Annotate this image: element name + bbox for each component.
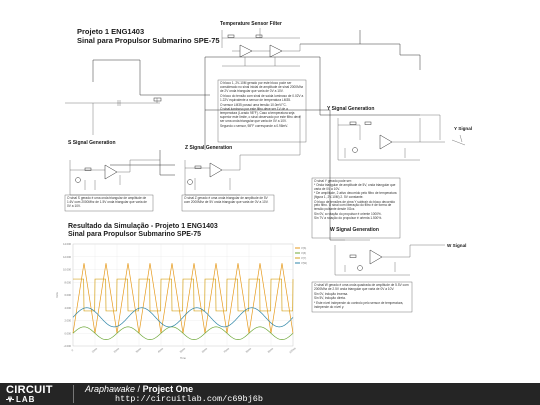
y-note: Sin 0V, a rotação do propulsor é oriente…: [314, 212, 382, 217]
y-tick-label: 12.000: [63, 255, 71, 259]
z-signal-note: O sinal Z gerado é uma onda triangular d…: [184, 196, 269, 204]
footer-bar: CIRCUIT LAB Araphawake / Project One htt…: [0, 383, 540, 405]
project-url-link[interactable]: http://circuitlab.com/c69bj6b: [115, 394, 263, 404]
circuitlab-brand: CIRCUIT: [6, 384, 53, 396]
x-tick-label: 70ms: [223, 346, 231, 354]
legend-label: V(Y): [301, 256, 306, 260]
y-signal-notes: O sinal Y gerado pode ser: * Onda triang…: [314, 179, 398, 221]
x-tick-label: 100ms: [288, 346, 297, 355]
legend-label: V(W): [301, 261, 307, 265]
project-name: Project One: [142, 384, 194, 394]
legend-label: V(S): [301, 246, 306, 250]
footer-separator: [73, 385, 74, 403]
z-signal-title: Z Signal Generation: [185, 145, 233, 151]
project-title-line1: Projeto 1 ENG1403: [77, 27, 145, 36]
x-tick-label: 50ms: [179, 346, 187, 354]
x-tick-label: 40ms: [157, 346, 165, 354]
s-signal-note: O sinal S gerado é uma onda triangular d…: [67, 196, 147, 208]
y-tick-label: 4.000: [65, 306, 72, 310]
temperature-note-box: [217, 79, 307, 143]
legend-label: V(Z): [301, 251, 306, 255]
temperature-note: O bloco 1, 2V-10M gerado por este bloco …: [220, 81, 304, 93]
y-tick-label: 14.000: [63, 242, 71, 246]
circuitlab-brand-lab: LAB: [16, 395, 36, 404]
w-note: Sin 5V, indução direta.: [314, 295, 346, 300]
temperature-note: O sensor LM35 possui uma tensão 10.0mV/°…: [220, 102, 287, 107]
w-signal-notes: O sinal W gerado é uma onda quadrada de …: [314, 283, 410, 309]
temperature-notes: O bloco 1, 2V-10M gerado por este bloco …: [220, 81, 304, 129]
temperature-note: O bloco do tensão com sinal de saída lum…: [220, 93, 304, 102]
circuitlab-logo-icon: [6, 396, 14, 403]
y-note: Sin 7V a rotação do propulsor é orienta …: [314, 216, 383, 221]
temperature-note: O sinal luminoso por este filtro deve se…: [220, 107, 301, 124]
y-signal-output-label: Y Signal: [454, 126, 473, 131]
y-signal-title: Y Signal Generation: [327, 106, 375, 112]
y-note: O sinal Y gerado pode ser:: [314, 179, 352, 183]
x-tick-label: 10ms: [91, 346, 99, 354]
w-note: * Este nível independe do controlo pelo …: [314, 300, 404, 309]
x-tick-label: 80ms: [245, 346, 253, 354]
schematic-canvas[interactable]: Projeto 1 ENG1403 Sinal para Propulsor S…: [0, 0, 540, 383]
w-note: O sinal W gerado é uma onda quadrada de …: [314, 283, 409, 291]
x-tick-label: 20ms: [113, 346, 121, 354]
schematic-wires: [64, 28, 466, 313]
simulation-title-line2: Sinal para Propulsor Submarino SPE-75: [68, 231, 202, 238]
temperature-filter-title: Temperature Sensor Filter: [220, 21, 282, 27]
series-line-v-w-: [72, 307, 294, 328]
x-tick-label: 30ms: [135, 346, 143, 354]
w-signal-title: W Signal Generation: [330, 227, 379, 233]
y-signal-circuit: [337, 114, 466, 161]
temperature-filter-circuit: [221, 28, 301, 67]
x-tick-label: 0: [71, 348, 75, 352]
y-tick-label: 0.000: [65, 331, 72, 335]
project-title-line2: Sinal para Propulsor Submarino SPE-75: [77, 35, 220, 45]
x-tick-label: 90ms: [267, 346, 275, 354]
s-signal-title: S Signal Generation: [68, 140, 116, 146]
w-signal-circuit: [334, 239, 445, 276]
project-title: Projeto 1 ENG1403 Sinal para Propulsor S…: [77, 27, 220, 45]
x-axis-label: Time: [180, 356, 186, 360]
y-tick-label: 2.000: [65, 319, 72, 323]
y-axis-label: Volts: [55, 291, 59, 297]
temperature-note: Segundo o sensor, 98°F corresponde a 0.9…: [220, 124, 288, 129]
z-note-box: [181, 194, 275, 212]
x-tick-label: 60ms: [201, 346, 209, 354]
y-tick-label: 6.000: [65, 293, 72, 297]
simulation-title-line1: Resultado da Simulação - Projeto 1 ENG14…: [68, 223, 218, 230]
w-signal-output-label: W Signal: [447, 243, 467, 248]
y-note-box: [311, 177, 401, 239]
y-note: O bloco de tensões de cima Y subtrair do…: [314, 199, 396, 212]
s-note-box: [64, 194, 154, 212]
y-tick-label: 10.000: [63, 268, 71, 272]
w-note-box: [311, 281, 413, 313]
y-tick-label: 8.000: [65, 280, 72, 284]
y-note: * De amplitude, 2 ativo decorrido pelo f…: [314, 190, 397, 199]
simulation-title: Resultado da Simulação - Projeto 1 ENG14…: [68, 223, 218, 239]
author-link[interactable]: Araphawake: [85, 384, 136, 394]
w-note: Sin 0V, indução inversa.: [314, 291, 349, 296]
series-line-v-y-: [73, 278, 294, 312]
series-line-v-z-: [72, 326, 294, 340]
footer-author-line: Araphawake / Project One: [85, 384, 193, 394]
y-note: * Onda triangular de amplitude de 5V, on…: [314, 182, 396, 191]
author-separator: /: [135, 384, 143, 394]
simulation-plot[interactable]: -2.000 0.000 2.000 4.000 6.000 8.000 10.000 12.…: [55, 240, 315, 360]
y-tick-label: -2.000: [64, 344, 72, 348]
